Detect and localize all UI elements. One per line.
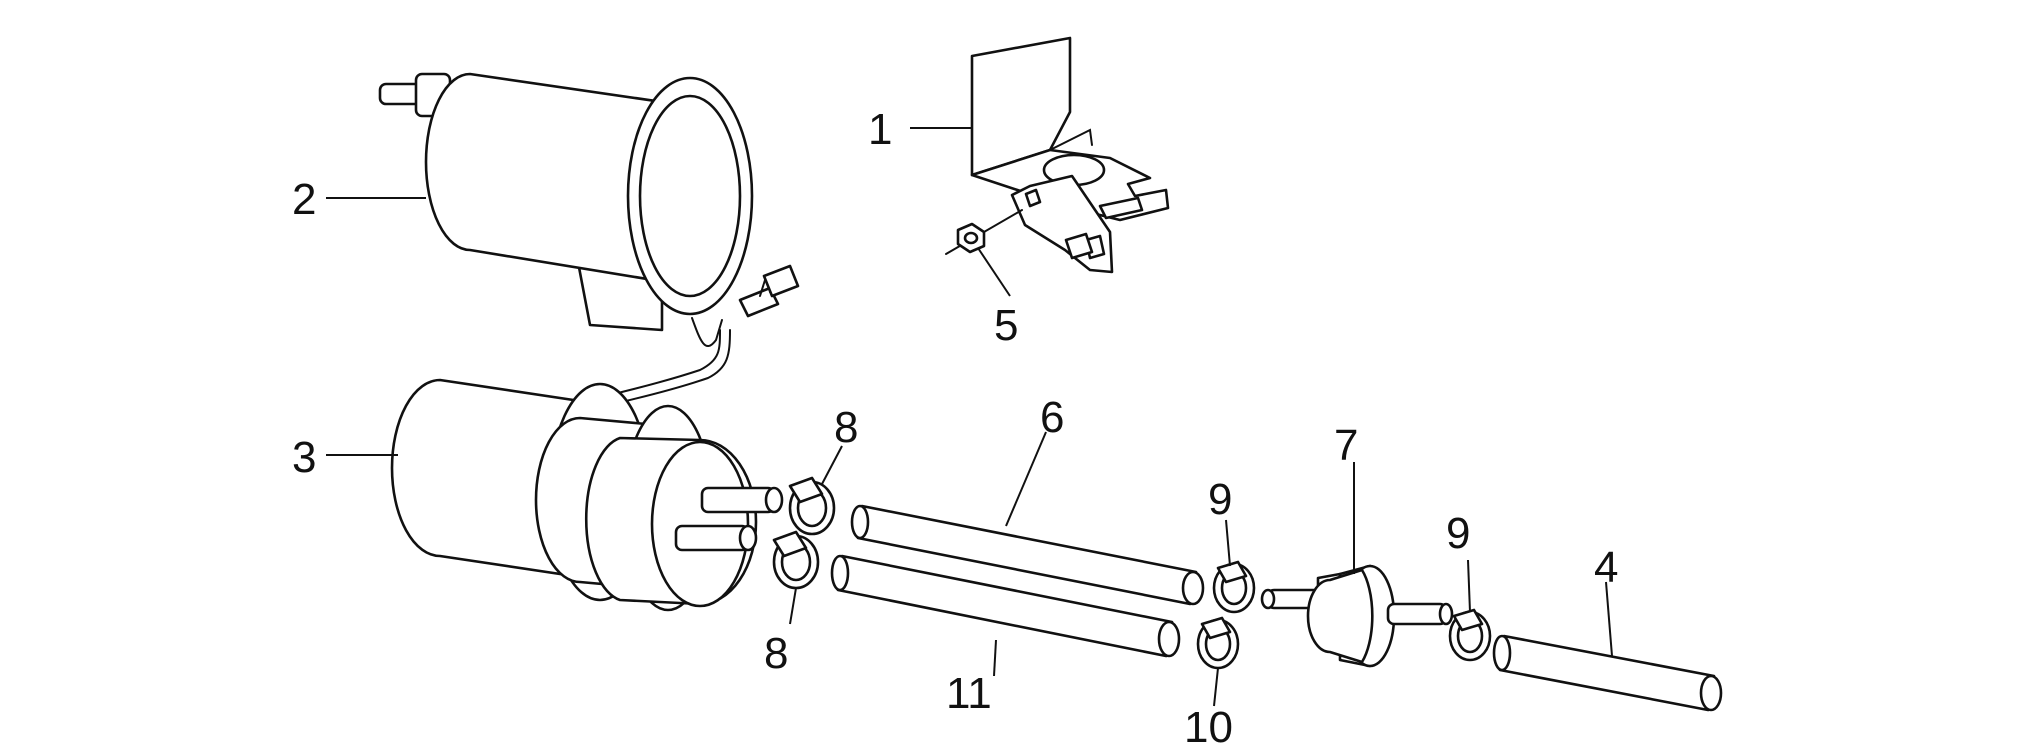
callout-1: 1 <box>868 105 892 154</box>
callout-3: 3 <box>292 433 316 482</box>
callout-9-right: 9 <box>1446 509 1470 558</box>
part-7-filter <box>1260 564 1454 668</box>
part-5-nut <box>945 209 1023 255</box>
callout-2: 2 <box>292 175 316 224</box>
callout-11: 11 <box>946 669 992 718</box>
part-2-motor-housing <box>378 72 800 411</box>
part-6-hose <box>850 504 1205 606</box>
callout-10: 10 <box>1184 703 1233 747</box>
leader-lines <box>326 127 1613 707</box>
part-10-clamp <box>1196 616 1240 670</box>
part-4-hose <box>1492 634 1723 712</box>
part-9-clamp-right <box>1448 608 1492 662</box>
callout-5: 5 <box>994 301 1018 350</box>
part-1-bracket <box>970 36 1170 274</box>
part-9-clamp-left <box>1212 560 1256 614</box>
part-8-clamp-lower <box>772 530 820 590</box>
callout-8-lower: 8 <box>764 629 788 678</box>
callout-4: 4 <box>1594 543 1618 592</box>
part-8-clamp-upper <box>788 476 836 536</box>
callout-6: 6 <box>1040 393 1064 442</box>
callout-9-left: 9 <box>1208 475 1232 524</box>
part-11-hose <box>830 554 1181 658</box>
part-3-fuel-pump <box>390 378 784 612</box>
callout-8-upper: 8 <box>834 403 858 452</box>
callout-7: 7 <box>1334 421 1358 470</box>
